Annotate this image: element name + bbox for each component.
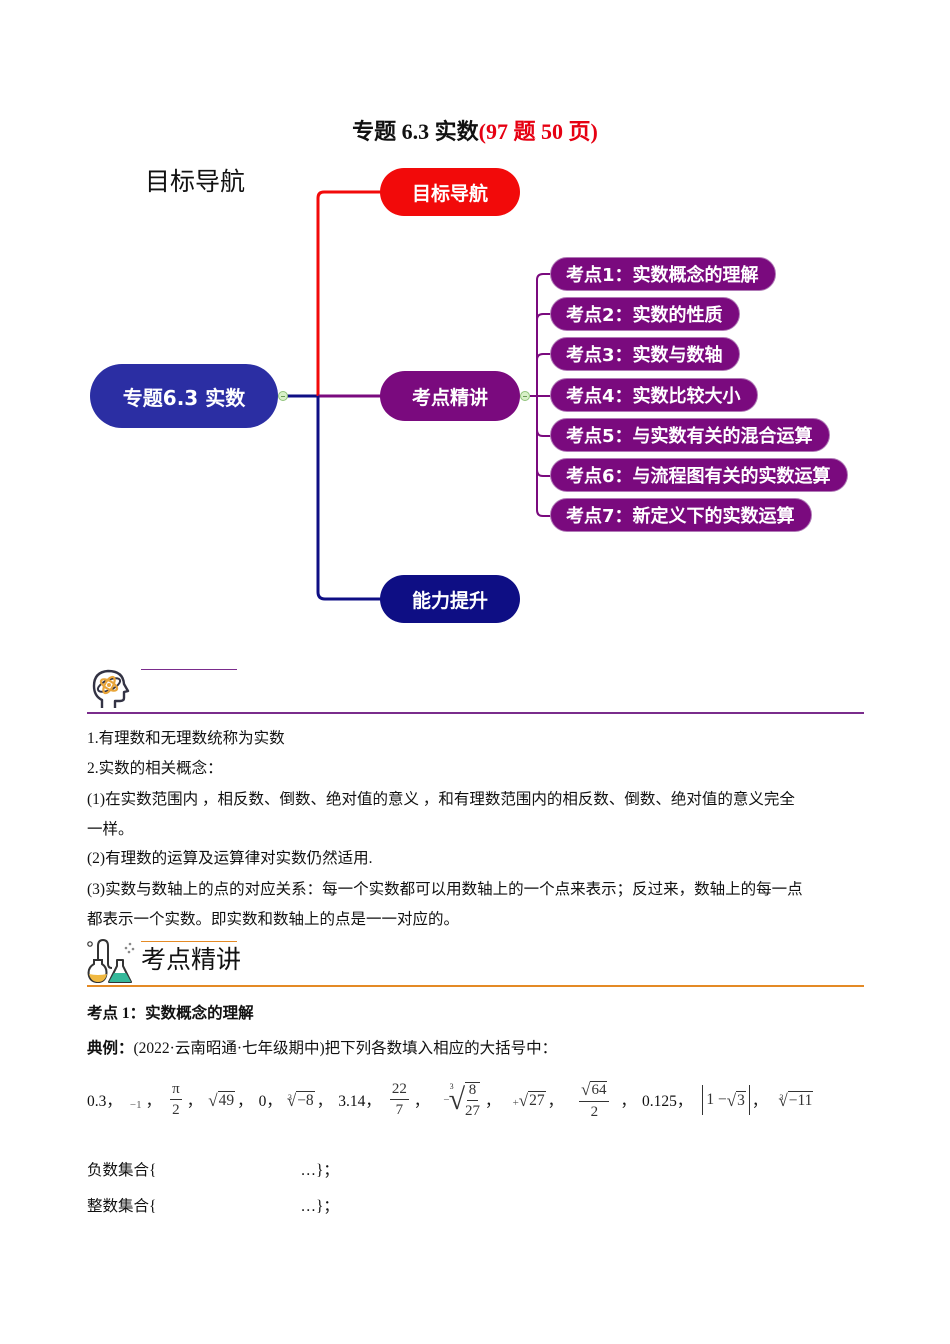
mindmap-subtopic-4: 考点4：实数比较大小 [550,378,758,412]
example-label: 典例： [87,1040,134,1057]
number-cbrt-neg-8: 3√−8 [286,1090,315,1110]
mindmap-branch-key-points: 考点精讲 [380,371,520,421]
number-neg-1: −1 [129,1099,142,1111]
title-main: 专题 6.3 实数 [352,119,479,144]
knowledge-line-2: 2.实数的相关概念： [87,760,223,777]
section-title: 考点精讲 [141,945,242,974]
knowledge-line-1: 1.有理数和无理数统称为实数 [87,730,285,747]
brain-atom-icon [90,666,132,710]
example-text: (2022·云南昭通·七年级期中)把下列各数填入相应的大括号中： [133,1040,558,1057]
knowledge-line-5: (2)有理数的运算及运算律对实数仍然适用. [87,850,373,867]
integer-set: 整数集合{…}； [87,1198,339,1215]
section-divider [87,712,864,714]
section-header-accent-line [141,941,237,942]
mindmap-subtopic-7: 考点7：新定义下的实数运算 [550,498,812,532]
document-title: 专题 6.3 实数(97 题 50 页) [0,114,950,146]
title-suffix: (97 题 50 页) [478,119,598,144]
number-0-125: 0.125， [642,1093,693,1110]
number-cbrt-neg-11: 3√−11 [778,1090,814,1110]
number-0: 0， [258,1093,282,1110]
mindmap-subtopic-6: 考点6：与流程图有关的实数运算 [550,458,848,492]
collapse-toggle-key-points[interactable] [520,391,530,401]
negative-number-set: 负数集合{…}； [87,1162,339,1179]
number-0-3: 0.3， [87,1093,122,1110]
mindmap-subtopic-2: 考点2：实数的性质 [550,297,740,331]
mindmap-connectors [283,190,552,601]
number-sqrt-49: √49 [208,1090,236,1110]
mindmap-root-node: 专题6.3 实数 [90,364,278,428]
section-header-accent-line [141,669,237,670]
knowledge-line-4: 一样。 [87,821,134,838]
knowledge-line-3: (1)在实数范围内 ，相反数、倒数、绝对值的意义 ，和有理数范围内的相反数、倒数… [87,791,795,808]
mindmap-section-label: 目标导航 [145,167,246,196]
mindmap-subtopic-3: 考点3：实数与数轴 [550,337,740,371]
number-3-14: 3.14， [338,1093,381,1110]
key-point-title: 考点 1：实数概念的理解 [87,1005,254,1022]
lab-flask-icon [86,938,136,984]
knowledge-line-7: 都表示一个实数。即实数和数轴上的点是一一对应的。 [87,911,460,928]
section-divider [87,985,864,987]
example-prompt: 典例：(2022·云南昭通·七年级期中)把下列各数填入相应的大括号中： [87,1036,557,1058]
mindmap-subtopic-1: 考点1：实数概念的理解 [550,257,776,291]
knowledge-line-6: (3)实数与数轴上的点的对应关系：每一个实数都可以用数轴上的一个点来表示；反过来… [87,881,803,898]
collapse-toggle-root[interactable] [278,391,288,401]
mindmap-subtopic-5: 考点5：与实数有关的混合运算 [550,418,830,452]
mindmap-branch-goal-nav: 目标导航 [380,168,520,216]
number-plus-sqrt-27: +√27 [512,1090,546,1110]
mindmap-branch-ability: 能力提升 [380,575,520,623]
number-abs-1-minus-sqrt-3: 1 −√3 [702,1085,750,1115]
